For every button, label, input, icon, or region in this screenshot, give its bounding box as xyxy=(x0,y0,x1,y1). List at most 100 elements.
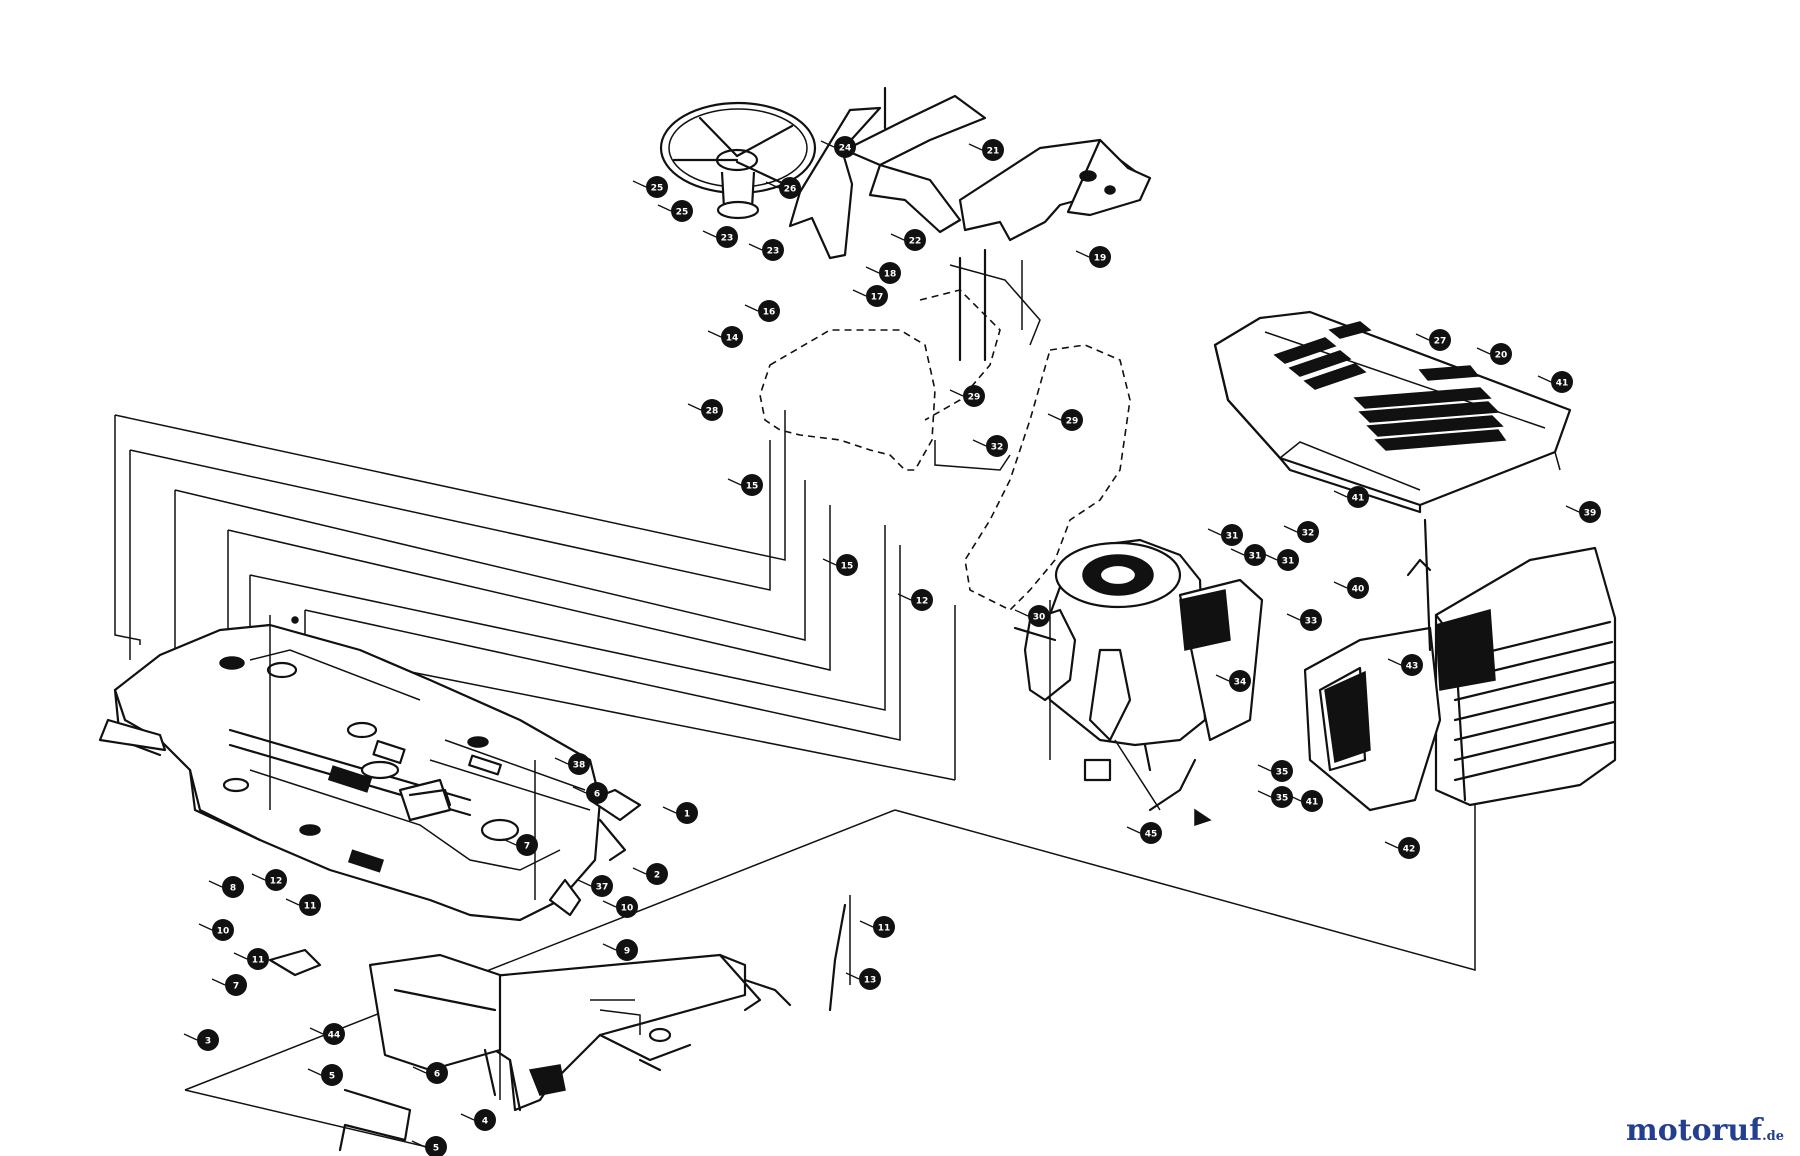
part-callout: 4 xyxy=(460,1109,496,1131)
callout-number: 10 xyxy=(217,927,230,937)
callout-leader xyxy=(1047,413,1062,421)
callout-number: 28 xyxy=(706,407,719,417)
callout-number: 39 xyxy=(1584,509,1597,519)
callout-leader xyxy=(632,180,647,188)
part-callout: 31 xyxy=(1207,524,1243,546)
callout-number: 13 xyxy=(864,976,877,986)
callout-leader xyxy=(1283,525,1298,533)
callout-bubble xyxy=(1301,790,1323,812)
part-callout: 29 xyxy=(949,385,985,407)
part-callout: 23 xyxy=(702,226,738,248)
callout-bubble xyxy=(1551,371,1573,393)
callout-leader xyxy=(572,786,587,794)
callout-leader xyxy=(208,880,223,888)
callout-bubble xyxy=(1490,343,1512,365)
callout-bubble xyxy=(834,136,856,158)
part-callout: 33 xyxy=(1286,609,1322,631)
callout-leader xyxy=(744,304,759,312)
callout-number: 14 xyxy=(726,334,739,344)
part-callout: 6 xyxy=(412,1062,448,1084)
part-callout: 43 xyxy=(1387,654,1423,676)
callout-number: 15 xyxy=(746,482,759,492)
part-callout: 5 xyxy=(307,1064,343,1086)
callout-bubble xyxy=(671,200,693,222)
part-callout: 23 xyxy=(748,239,784,261)
callout-number: 12 xyxy=(916,597,929,607)
callout-number: 16 xyxy=(763,308,776,318)
callout-bubble xyxy=(225,974,247,996)
callout-bubble xyxy=(721,326,743,348)
callout-number: 15 xyxy=(841,562,854,572)
part-callout: 6 xyxy=(572,782,608,804)
callout-leader xyxy=(890,233,905,241)
grille xyxy=(1434,546,1617,807)
callout-leader xyxy=(1333,581,1348,589)
callout-leader xyxy=(460,1113,475,1121)
callout-leader xyxy=(852,289,867,297)
chassis-frame xyxy=(98,615,642,922)
steering-drag-link xyxy=(828,895,851,1012)
callout-number: 8 xyxy=(230,884,236,894)
part-callout: 44 xyxy=(309,1023,345,1045)
brand-tld: .de xyxy=(1762,1129,1784,1144)
callout-leader xyxy=(765,181,780,189)
callout-leader xyxy=(577,879,592,887)
callout-number: 11 xyxy=(252,956,265,966)
callout-leader xyxy=(727,478,742,486)
callout-number: 29 xyxy=(968,393,981,403)
callout-bubble xyxy=(1271,786,1293,808)
part-callout: 11 xyxy=(233,948,269,970)
callout-number: 41 xyxy=(1556,379,1569,389)
front-axle-bracket xyxy=(368,953,502,1100)
callout-bubble xyxy=(247,948,269,970)
callout-bubble xyxy=(1347,486,1369,508)
callout-number: 42 xyxy=(1403,845,1416,855)
callout-number: 37 xyxy=(596,883,609,893)
part-callout: 7 xyxy=(502,834,538,856)
callout-leader xyxy=(411,1140,426,1148)
callout-bubble xyxy=(859,968,881,990)
callout-leader xyxy=(822,558,837,566)
callout-bubble xyxy=(1398,837,1420,859)
part-callout: 13 xyxy=(845,968,881,990)
part-callout: 7 xyxy=(211,974,247,996)
callout-bubble xyxy=(904,229,926,251)
callout-leader xyxy=(1215,674,1230,682)
part-callout: 16 xyxy=(744,300,780,322)
callout-number: 45 xyxy=(1145,830,1158,840)
callout-number: 26 xyxy=(784,185,797,195)
part-callout: 30 xyxy=(1014,605,1050,627)
callout-number: 32 xyxy=(1302,529,1315,539)
part-callout: 10 xyxy=(198,919,234,941)
part-callout: 32 xyxy=(1283,521,1319,543)
callout-number: 2 xyxy=(654,871,660,881)
callout-leader xyxy=(968,143,983,151)
callout-bubble xyxy=(591,875,613,897)
callout-number: 23 xyxy=(767,247,780,257)
callout-bubble xyxy=(1221,524,1243,546)
callout-bubble xyxy=(646,863,668,885)
callout-number: 38 xyxy=(573,761,586,771)
callout-number: 24 xyxy=(839,144,852,154)
part-callout: 35 xyxy=(1257,760,1293,782)
side-panel xyxy=(1303,518,1442,812)
part-callout: 21 xyxy=(968,139,1004,161)
callout-leader xyxy=(1537,375,1552,383)
callout-leader xyxy=(1263,553,1278,561)
callout-leader xyxy=(1565,505,1580,513)
callout-number: 5 xyxy=(329,1072,335,1082)
callout-leader xyxy=(1387,658,1402,666)
part-callout: 34 xyxy=(1215,670,1251,692)
callout-number: 41 xyxy=(1352,494,1365,504)
callout-number: 33 xyxy=(1305,617,1318,627)
callout-bubble xyxy=(716,226,738,248)
callout-bubble xyxy=(212,919,234,941)
callout-leader xyxy=(632,867,647,875)
callout-leader xyxy=(309,1027,324,1035)
callout-leader xyxy=(657,204,672,212)
callout-bubble xyxy=(1089,246,1111,268)
part-callout: 12 xyxy=(897,589,933,611)
callout-bubble xyxy=(873,916,895,938)
callout-leader xyxy=(211,978,226,986)
callout-number: 40 xyxy=(1352,585,1365,595)
